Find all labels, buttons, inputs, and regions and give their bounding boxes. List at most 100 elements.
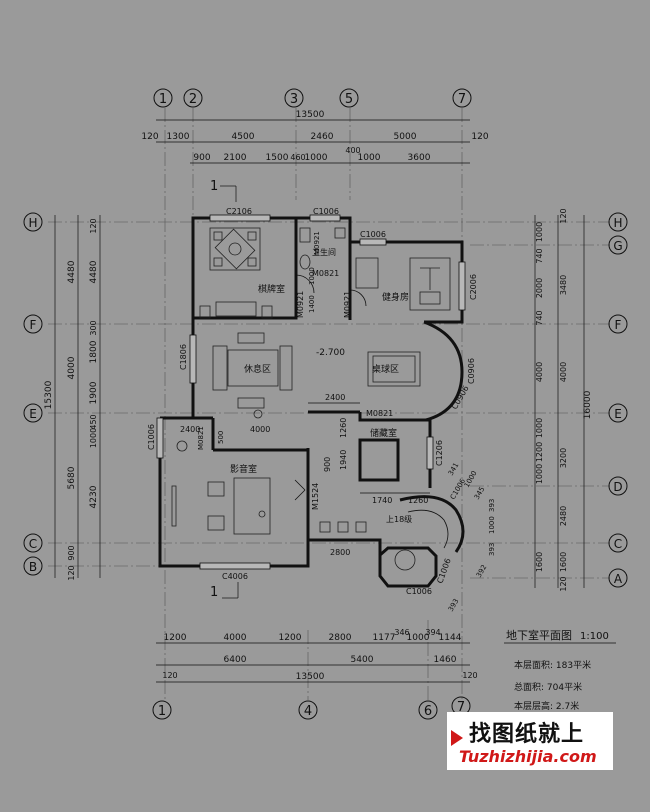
dim-top-r2-5: 120 — [471, 132, 488, 142]
axis-bubbles-right: H G F E D C A — [608, 212, 628, 588]
dim-left-o3: 120 — [67, 565, 76, 580]
room-chess: 棋牌室 — [258, 283, 285, 295]
furniture — [171, 227, 451, 571]
dim-right-i5: 1000 — [535, 418, 544, 438]
code-c1006-c: C1006 — [147, 424, 156, 450]
dim-right-i2: 2000 — [535, 278, 544, 298]
code-c1806: C1806 — [179, 344, 188, 370]
code-m0921-a: M0921 — [296, 291, 305, 318]
dim-right-i6: 1200 — [535, 442, 544, 462]
dim-bot-edge-0: 120 — [162, 671, 177, 680]
play-icon — [451, 730, 463, 746]
room-labels: 棋牌室 健身房 休息区 桌球区 影音室 储藏室 卫生间 上18级 -2.700 — [230, 247, 412, 524]
code-c1006-a: C1006 — [313, 207, 339, 216]
title-block: 地下室平面图 1:100 本层面积: 183平米 总面积: 704平米 本层层高… — [504, 628, 616, 712]
dim-left-i0: 120 — [89, 218, 98, 233]
code-c4006: C4006 — [222, 572, 248, 581]
axis-left-C: C — [29, 537, 37, 551]
dim-left-o0: 4480 — [67, 260, 77, 283]
internal-dimensions: 2400 2400 4000 500 1260 900 1940 1740 12… — [180, 267, 496, 613]
axis-bubbles-left: H F E C B — [23, 212, 43, 576]
dim-right-o4: 2480 — [559, 506, 568, 526]
dim-left-total: 15300 — [44, 380, 54, 409]
code-c2106: C2106 — [226, 207, 252, 216]
dim-bot-r2-2: 1460 — [434, 655, 457, 665]
room-lounge: 休息区 — [244, 363, 271, 375]
axis-bottom-4: 4 — [304, 704, 312, 719]
axis-top-5: 5 — [345, 92, 353, 107]
axis-top-1: 1 — [159, 92, 167, 107]
axis-grid — [48, 108, 610, 700]
dim-right-i7: 1000 — [535, 464, 544, 484]
section-mark-top: 1 — [210, 179, 218, 194]
axis-right-E: E — [614, 407, 622, 421]
dim-bot-r1-1: 4000 — [224, 633, 247, 643]
dim-bot-r1-0: 1200 — [164, 633, 187, 643]
watermark-url: Tuzhizhijia.com — [459, 747, 597, 766]
windows — [156, 214, 466, 570]
dim-bot-r2-1: 5400 — [351, 655, 374, 665]
idim-341: 341 — [447, 461, 461, 477]
dim-right-i0: 1000 — [535, 222, 544, 242]
axis-right-G: G — [613, 239, 622, 253]
code-m0821-a: M0821 — [312, 269, 339, 278]
idim-393-b: 393 — [488, 543, 496, 556]
axis-bottom-6: 6 — [424, 704, 432, 719]
watermark-main: 找图纸就上 — [469, 722, 585, 747]
dim-top-r3-5: 1000 — [358, 153, 381, 163]
axis-left-B: B — [29, 560, 37, 574]
idim-392: 392 — [475, 563, 489, 579]
dim-right-o5: 1600 — [559, 552, 568, 572]
dim-left-i5: 450 — [89, 414, 98, 429]
opening-codes: C2106 C1006 C1006 C2006 C1806 C0906 C090… — [147, 207, 478, 596]
dim-top-r2-3: 2460 — [311, 132, 334, 142]
dim-right-i4: 4000 — [535, 362, 544, 382]
dim-right-o2: 4000 — [559, 362, 568, 382]
axis-bottom-1: 1 — [158, 704, 166, 719]
dim-bot-r2-0: 6400 — [224, 655, 247, 665]
dim-top-total: 13500 — [296, 110, 325, 120]
idim-2800: 2800 — [330, 548, 350, 557]
dim-right-o3: 3200 — [559, 448, 568, 468]
dim-bot-r1-3: 2800 — [329, 633, 352, 643]
floor-area: 本层面积: 183平米 — [514, 659, 591, 671]
dim-left-o1: 4000 — [67, 356, 77, 379]
dim-top-r2-2: 4500 — [232, 132, 255, 142]
axis-top-3: 3 — [290, 92, 298, 107]
code-m0921-b: M0921 — [343, 291, 352, 318]
dim-top-r2-4: 5000 — [394, 132, 417, 142]
dim-left-i4: 1900 — [89, 381, 99, 404]
idim-900: 900 — [323, 457, 332, 472]
dim-top-r3-0: 900 — [193, 153, 210, 163]
dim-right-i1: 740 — [535, 248, 544, 263]
axis-top-7: 7 — [458, 92, 466, 107]
code-c1006-e: C1006 — [435, 557, 452, 584]
dim-top-r3-1: 2100 — [224, 153, 247, 163]
left-dimensions: 15300 4480 4000 5680 120 900 120 4480 30… — [44, 215, 101, 581]
code-c1006-b: C1006 — [360, 230, 386, 239]
plan-title: 地下室平面图 — [506, 628, 572, 642]
dim-top-r3-3: 460 — [290, 153, 305, 162]
top-dimensions: 13500 120 1300 4500 2460 5000 120 400 90… — [141, 110, 489, 164]
code-m1524: M1524 — [311, 483, 320, 510]
idim-1000-a: 1000 — [308, 267, 316, 285]
idim-2400-a: 2400 — [325, 393, 345, 402]
dim-left-i2: 300 — [89, 320, 98, 335]
idim-1260: 1260 — [339, 418, 348, 438]
axis-right-F: F — [615, 318, 622, 332]
room-billiard: 桌球区 — [372, 363, 399, 375]
idim-2400-b: 2400 — [180, 425, 200, 434]
stair-note: 上18级 — [386, 514, 412, 524]
code-c0906-b: C0906 — [450, 384, 471, 411]
dim-left-o2: 5680 — [67, 466, 77, 489]
room-fitness: 健身房 — [382, 291, 409, 303]
room-storage: 储藏室 — [370, 427, 397, 439]
dim-bot-r1-5: 346 — [394, 628, 409, 637]
code-m0921-c: M0921 — [313, 231, 321, 255]
axis-right-H: H — [613, 216, 622, 230]
axis-right-D: D — [613, 480, 622, 494]
dim-top-r2-1: 1300 — [167, 132, 190, 142]
dim-bot-r1-8: 1144 — [439, 633, 462, 643]
